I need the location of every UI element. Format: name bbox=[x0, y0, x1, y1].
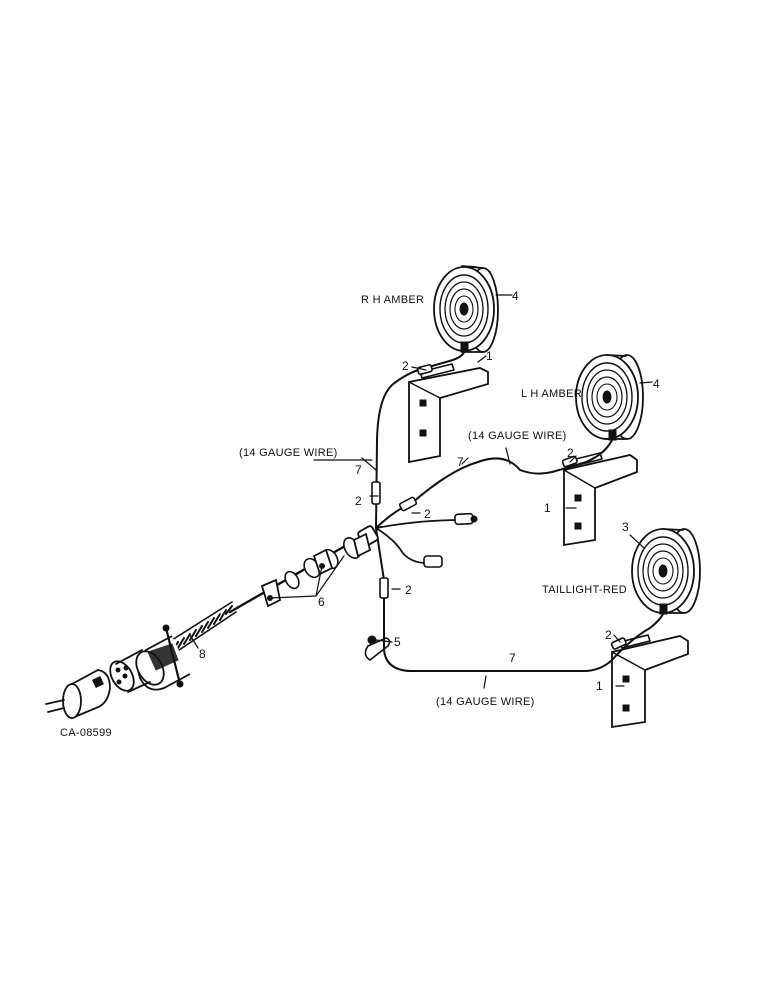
trailer-connector-plug bbox=[45, 601, 237, 720]
callout-2-lower: 2 bbox=[405, 583, 412, 597]
callout-8: 8 bbox=[199, 647, 206, 661]
lh-mounting-bracket bbox=[563, 452, 638, 547]
lh-amber-lamp bbox=[575, 354, 644, 441]
wire-clip bbox=[364, 635, 391, 661]
callout-2-rh: 2 bbox=[402, 359, 409, 373]
callout-1-rh: 1 bbox=[486, 349, 493, 363]
leader-lines bbox=[189, 294, 653, 689]
gauge-wire-bottom-label: (14 GAUGE WIRE) bbox=[436, 696, 535, 708]
lh-amber-label: L H AMBER bbox=[521, 388, 582, 400]
callout-3: 3 bbox=[622, 520, 629, 534]
callout-7-left: 7 bbox=[355, 463, 362, 477]
callout-1-tail: 1 bbox=[596, 679, 603, 693]
gauge-wire-left-label: (14 GAUGE WIRE) bbox=[239, 447, 338, 459]
drawing-code-label: CA-08599 bbox=[60, 727, 112, 739]
callout-2-tail: 2 bbox=[605, 628, 612, 642]
taillight-mounting-bracket bbox=[611, 634, 689, 729]
callout-7-bottom: 7 bbox=[509, 651, 516, 665]
callout-2-lh: 2 bbox=[567, 446, 574, 460]
taillight-red-lamp bbox=[631, 528, 701, 615]
harness-clamps bbox=[260, 532, 372, 608]
rh-amber-label: R H AMBER bbox=[361, 294, 424, 306]
callout-4-rh: 4 bbox=[512, 289, 519, 303]
callout-6: 6 bbox=[318, 595, 325, 609]
callout-7-top: 7 bbox=[457, 455, 464, 469]
callout-4-lh: 4 bbox=[653, 377, 660, 391]
callout-2-junction: 2 bbox=[424, 507, 431, 521]
gauge-wire-top-label: (14 GAUGE WIRE) bbox=[468, 430, 567, 442]
callout-5: 5 bbox=[394, 635, 401, 649]
rh-mounting-bracket bbox=[408, 363, 489, 464]
callout-1-lh: 1 bbox=[544, 501, 551, 515]
callout-2-left-wire: 2 bbox=[355, 494, 362, 508]
rh-amber-lamp bbox=[433, 265, 499, 353]
taillight-red-label: TAILLIGHT-RED bbox=[542, 584, 627, 596]
